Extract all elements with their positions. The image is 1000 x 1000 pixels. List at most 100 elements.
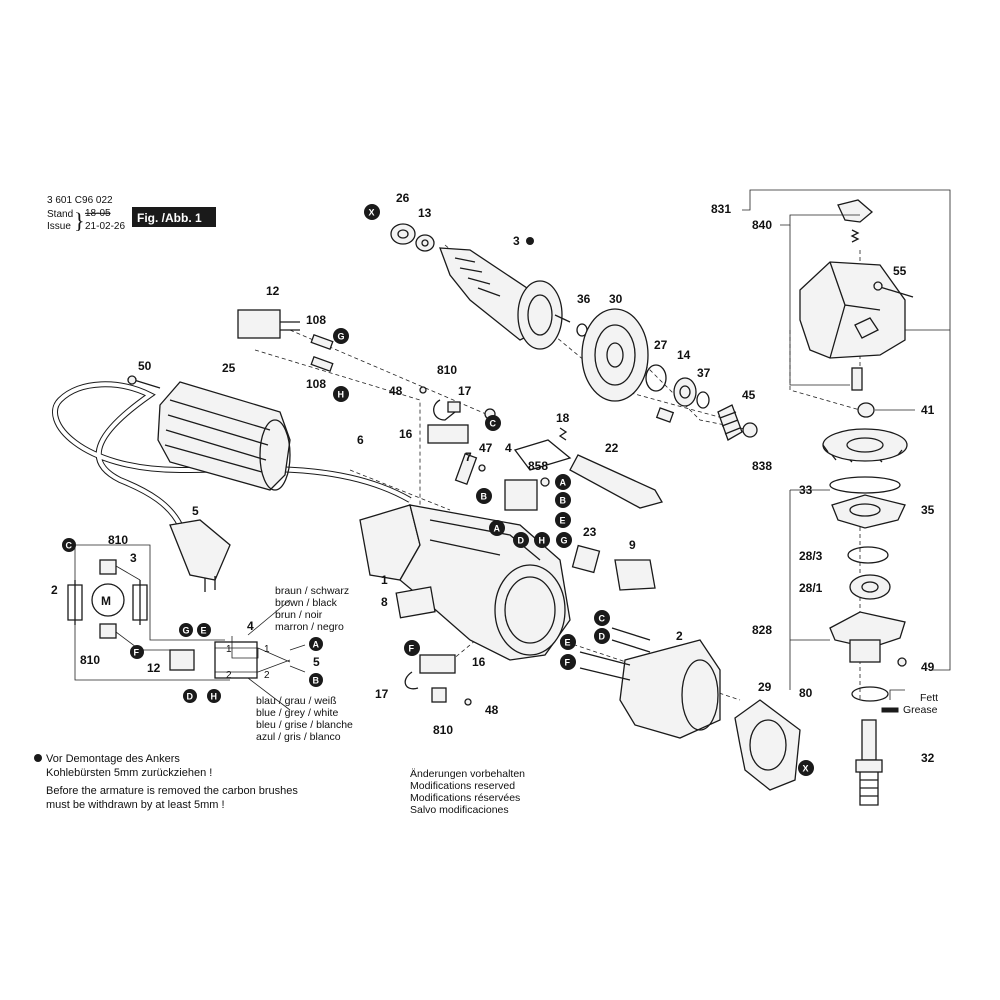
crown-gear (822, 428, 908, 462)
callout-c-field: C (599, 614, 606, 624)
callout-a-housing: A (494, 524, 501, 534)
callout-h-top: H (338, 390, 345, 400)
wire-color-top-3: brun / noir (275, 609, 323, 621)
label-36: 36 (577, 292, 591, 306)
stand-label: Stand (47, 209, 73, 220)
label-37: 37 (697, 366, 711, 380)
plug (169, 519, 231, 581)
screw-858 (540, 477, 550, 487)
sch-5: 5 (313, 655, 320, 669)
modifications-notice: Änderungen vorbehalten Modifications res… (410, 768, 525, 816)
sch-c: C (66, 541, 73, 551)
label-30: 30 (609, 292, 623, 306)
choke-108-top (310, 333, 334, 351)
label-8: 8 (381, 595, 388, 609)
note-en-line1: Before the armature is removed the carbo… (46, 785, 298, 797)
part-labels: 26 13 3 36 30 27 14 37 45 831 840 55 41 … (138, 191, 935, 765)
sch-4: 4 (247, 619, 254, 633)
spindle-32 (861, 719, 877, 761)
callout-x-bottom: X (803, 764, 809, 774)
grease-note: Fett Grease (903, 692, 938, 716)
motor-housing-group (359, 452, 571, 661)
label-28-3: 28/3 (799, 549, 823, 563)
sch-2: 2 (51, 583, 58, 597)
label-29: 29 (758, 680, 772, 694)
screw-49 (897, 657, 907, 667)
grease (881, 707, 899, 713)
brush-810 (433, 399, 456, 421)
grease-label-de: Fett (920, 692, 938, 704)
housing-sleeve-group (127, 309, 334, 491)
spring-washer-33 (829, 476, 901, 494)
note-bullet (34, 754, 42, 762)
sch-810-bottom: 810 (80, 653, 100, 667)
note-de-line2: Kohlebürsten 5mm zurückziehen ! (46, 767, 212, 779)
circlip-28-3 (847, 546, 889, 564)
callout-g-top: G (338, 332, 345, 342)
label-4: 4 (505, 441, 512, 455)
label-80: 80 (799, 686, 813, 700)
label-17-lower: 17 (375, 687, 389, 701)
label-28-1: 28/1 (799, 581, 823, 595)
grease-label-en: Grease (903, 704, 938, 716)
callout-x-top: X (369, 208, 375, 218)
choke-108-bottom (310, 355, 334, 373)
label-831: 831 (711, 202, 731, 216)
label-22: 22 (605, 441, 619, 455)
label-3: 3 (513, 234, 520, 248)
bearing-26 (390, 223, 416, 245)
spindle-lock-button (837, 199, 874, 223)
label-7: 7 (465, 450, 472, 464)
label-12: 12 (266, 284, 280, 298)
label-17-upper: 17 (458, 384, 472, 398)
part-23 (571, 544, 601, 574)
callout-g-858: G (561, 536, 568, 546)
sch-e: E (201, 626, 207, 636)
ring-27 (645, 364, 667, 392)
label-1: 1 (381, 573, 388, 587)
sch-a: A (313, 640, 320, 650)
label-27: 27 (654, 338, 668, 352)
label-16-lower: 16 (472, 655, 486, 669)
callout-e-858: E (560, 516, 566, 526)
modifications-es: Salvo modificaciones (410, 804, 509, 816)
callout-f-field: F (565, 658, 571, 668)
gear-housing-group (742, 189, 951, 671)
field-coil-right (132, 580, 148, 625)
label-2: 2 (676, 629, 683, 643)
modifications-en: Modifications reserved (410, 780, 515, 792)
wire-color-bottom-1: blau / grau / weiß (256, 695, 337, 707)
sch-810-top: 810 (108, 533, 128, 547)
label-840: 840 (752, 218, 772, 232)
callout-h-858: H (539, 536, 546, 546)
brush-810-lower (431, 687, 447, 703)
brush-holder-16 (427, 424, 469, 444)
label-108-top: 108 (306, 313, 326, 327)
modifications-fr: Modifications réservées (410, 792, 520, 804)
label-45: 45 (742, 388, 756, 402)
guard-29 (734, 699, 801, 791)
bearing-plate-group (576, 308, 710, 423)
header: 3 601 C96 022 Stand Issue } 18-05 21-02-… (47, 195, 216, 233)
label-13: 13 (418, 206, 432, 220)
spring-18 (558, 427, 568, 441)
armature-group (390, 223, 571, 350)
field-2 (619, 639, 721, 739)
issue-label: Issue (47, 221, 71, 232)
note-en-line2: must be withdrawn by at least 5mm ! (46, 799, 225, 811)
motor-housing-sleeve (157, 381, 291, 491)
label-48-upper: 48 (389, 384, 403, 398)
part-7 (454, 452, 478, 486)
label-25: 25 (222, 361, 236, 375)
bolt (851, 367, 863, 391)
label-50: 50 (138, 359, 152, 373)
field-group (404, 627, 721, 739)
label-49: 49 (921, 660, 935, 674)
nut-45 (742, 422, 758, 438)
wire-color-top-4: marron / negro (275, 621, 344, 633)
label-35: 35 (921, 503, 935, 517)
switch-4 (504, 479, 538, 511)
bearing-flange-828 (829, 611, 906, 649)
label-828: 828 (752, 623, 772, 637)
